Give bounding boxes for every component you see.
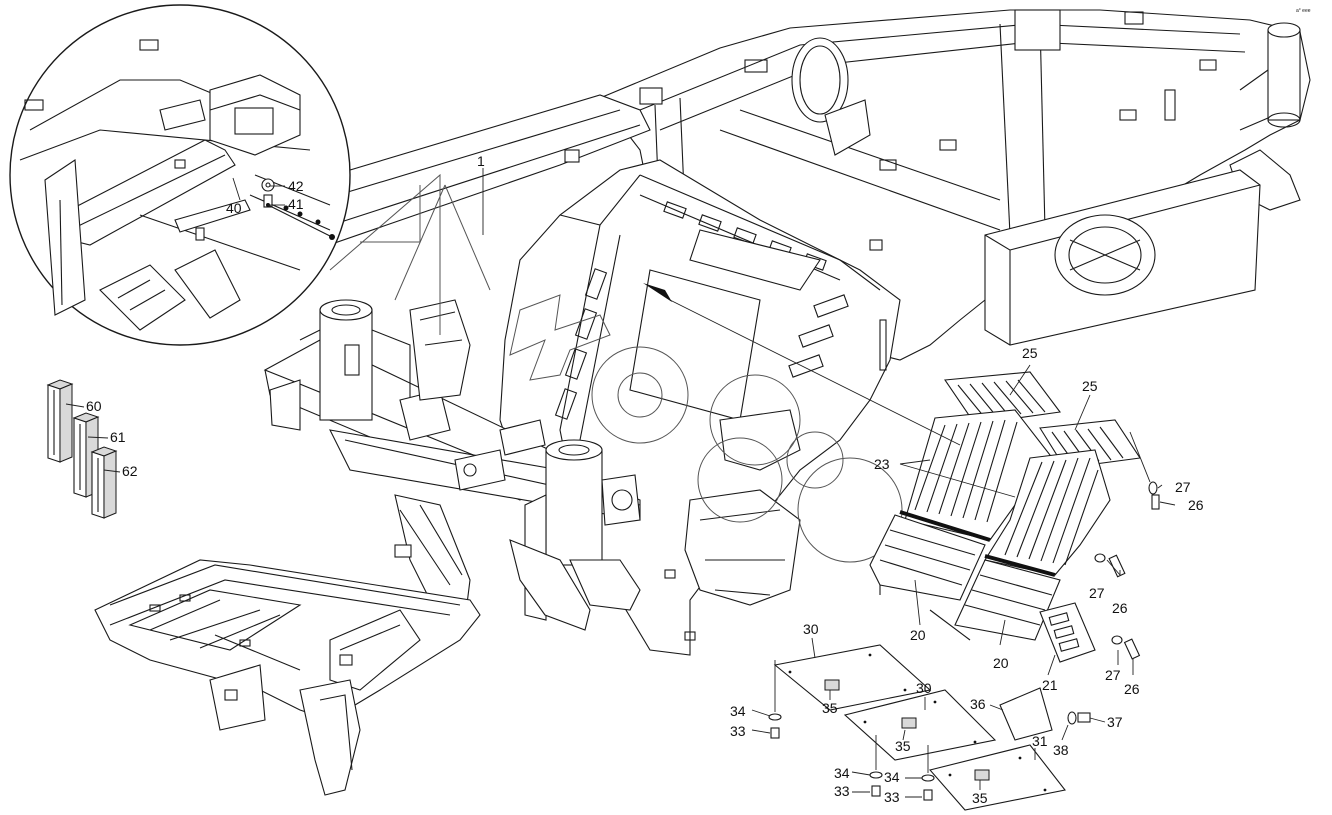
callout-25-right: 25 xyxy=(1082,378,1098,394)
cover-plates xyxy=(768,431,1160,811)
callout-20-right: 20 xyxy=(993,655,1009,671)
callout-30-left: 30 xyxy=(803,621,819,637)
callout-33-right: 33 xyxy=(884,789,900,805)
wear-strips xyxy=(46,379,118,519)
callout-27-bottom: 27 xyxy=(1105,667,1121,683)
callout-1: 1 xyxy=(477,153,485,169)
callout-27-top: 27 xyxy=(1175,479,1191,495)
callout-26-top: 26 xyxy=(1188,497,1204,513)
front-frame xyxy=(263,299,641,631)
callout-31: 31 xyxy=(1032,733,1048,749)
corner-mark: a° eee xyxy=(1296,8,1311,14)
callout-40: 40 xyxy=(226,200,242,216)
callout-42: 42 xyxy=(288,178,304,194)
callout-33-mid: 33 xyxy=(834,783,850,799)
callout-labels: 1 40 41 42 60 61 62 25 25 23 27 26 27 26… xyxy=(86,153,1204,806)
callout-34-left: 34 xyxy=(730,703,746,719)
callout-36: 36 xyxy=(970,696,986,712)
callout-33-left: 33 xyxy=(730,723,746,739)
floor-panels xyxy=(869,371,1141,663)
watermark xyxy=(329,173,903,563)
callout-21: 21 xyxy=(1042,677,1058,693)
callout-62: 62 xyxy=(122,463,138,479)
callout-37: 37 xyxy=(1107,714,1123,730)
callout-41: 41 xyxy=(288,196,304,212)
callout-20-left: 20 xyxy=(910,627,926,643)
callout-35-right: 35 xyxy=(972,790,988,806)
callout-26-mid: 26 xyxy=(1112,600,1128,616)
lower-subframe xyxy=(94,559,481,796)
callout-26-bottom: 26 xyxy=(1124,681,1140,697)
callout-35-mid: 35 xyxy=(895,738,911,754)
detail-inset xyxy=(9,4,351,346)
callout-30-right: 30 xyxy=(916,680,932,696)
callout-23: 23 xyxy=(874,456,890,472)
leader-lines xyxy=(65,168,1176,798)
callout-35-left: 35 xyxy=(822,700,838,716)
callout-25-left: 25 xyxy=(1022,345,1038,361)
callout-60: 60 xyxy=(86,398,102,414)
callout-34-right: 34 xyxy=(884,769,900,785)
callout-27-mid: 27 xyxy=(1089,585,1105,601)
callout-61: 61 xyxy=(110,429,126,445)
callout-34-mid: 34 xyxy=(834,765,850,781)
callout-38: 38 xyxy=(1053,742,1069,758)
rear-frame xyxy=(599,9,1311,361)
